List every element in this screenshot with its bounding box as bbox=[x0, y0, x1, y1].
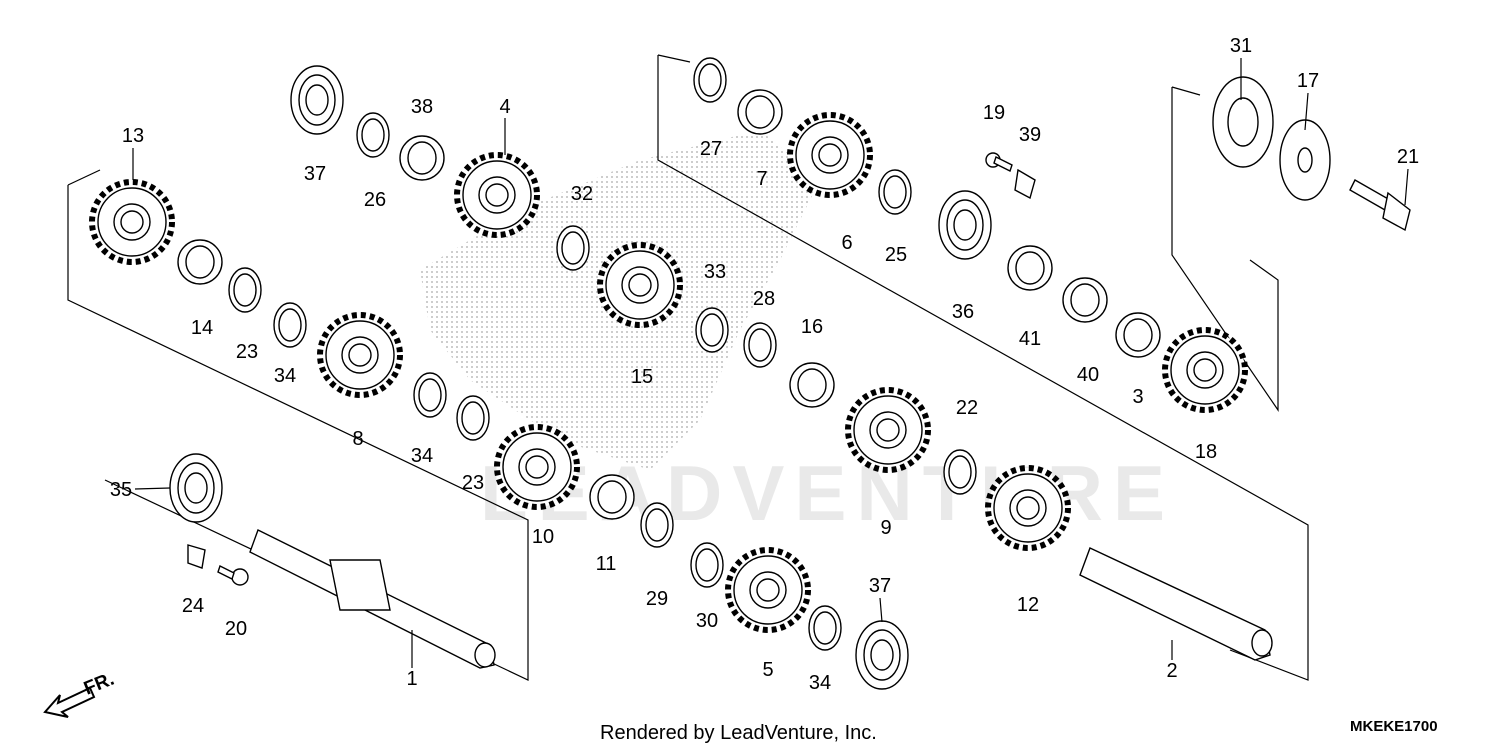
callout-41: 41 bbox=[1019, 328, 1041, 350]
callout-13: 13 bbox=[122, 125, 144, 147]
washer-26 bbox=[356, 112, 390, 158]
callout-14: 14 bbox=[191, 317, 213, 339]
callout-24: 24 bbox=[182, 595, 204, 617]
gear-4 bbox=[457, 155, 537, 235]
washer-27 bbox=[693, 57, 727, 103]
leader-lines bbox=[132, 58, 1409, 668]
gear-6 bbox=[790, 115, 870, 195]
washer-30 bbox=[690, 542, 724, 588]
callout-6: 6 bbox=[841, 232, 852, 254]
callout-34-middle: 34 bbox=[411, 445, 433, 467]
callout-23-lower: 23 bbox=[462, 472, 484, 494]
callout-29: 29 bbox=[646, 588, 668, 610]
front-direction-label: FR. bbox=[81, 669, 117, 700]
callout-12: 12 bbox=[1017, 594, 1039, 616]
bearing-36 bbox=[938, 190, 992, 260]
needle-bearing-40 bbox=[1062, 277, 1108, 323]
callout-37-upper: 37 bbox=[304, 163, 326, 185]
washer-22 bbox=[943, 449, 977, 495]
needle-bearing-38 bbox=[399, 135, 445, 181]
callout-25: 25 bbox=[885, 244, 907, 266]
diagram-code: MKEKE1700 bbox=[1350, 718, 1438, 735]
callout-9: 9 bbox=[880, 517, 891, 539]
bolt-20 bbox=[217, 565, 249, 586]
callout-20: 20 bbox=[225, 618, 247, 640]
callout-23-upper: 23 bbox=[236, 341, 258, 363]
washer-23-upper bbox=[228, 267, 262, 313]
watermark-text: LEADVENTURE bbox=[480, 449, 1175, 537]
render-credit: Rendered by LeadVenture, Inc. bbox=[600, 722, 877, 744]
callout-15: 15 bbox=[631, 366, 653, 388]
bushing-11 bbox=[589, 474, 635, 520]
bushing-14 bbox=[177, 239, 223, 285]
plate-39 bbox=[1014, 168, 1036, 200]
bearing-35 bbox=[169, 453, 223, 523]
washer-23-lower bbox=[456, 395, 490, 441]
callout-2: 2 bbox=[1166, 660, 1177, 682]
gear-5 bbox=[728, 550, 808, 630]
callout-10: 10 bbox=[532, 526, 554, 548]
callout-34-upper: 34 bbox=[274, 365, 296, 387]
callout-1: 1 bbox=[406, 668, 417, 690]
washer-17 bbox=[1279, 119, 1331, 201]
washer-28 bbox=[743, 322, 777, 368]
gear-10 bbox=[497, 427, 577, 507]
bearing-37-bottom bbox=[855, 620, 909, 690]
mainshaft bbox=[249, 529, 496, 669]
washer-31 bbox=[1212, 76, 1274, 168]
callout-18: 18 bbox=[1195, 441, 1217, 463]
front-direction-arrow: FR. bbox=[43, 669, 117, 718]
callout-17: 17 bbox=[1297, 70, 1319, 92]
bushing-7 bbox=[737, 89, 783, 135]
gear-12 bbox=[988, 468, 1068, 548]
clip-34-lower bbox=[808, 605, 842, 651]
callout-19: 19 bbox=[983, 102, 1005, 124]
seal-41 bbox=[1007, 245, 1053, 291]
bearing-37-top bbox=[290, 65, 344, 135]
gear-13 bbox=[92, 182, 172, 262]
washer-29 bbox=[640, 502, 674, 548]
callout-30: 30 bbox=[696, 610, 718, 632]
gear-9 bbox=[848, 390, 928, 470]
callout-28: 28 bbox=[753, 288, 775, 310]
gear-8 bbox=[320, 315, 400, 395]
countershaft bbox=[1079, 547, 1273, 661]
callout-21: 21 bbox=[1397, 146, 1419, 168]
callout-33: 33 bbox=[704, 261, 726, 283]
clip-34-upper bbox=[273, 302, 307, 348]
callout-39: 39 bbox=[1019, 124, 1041, 146]
bolt-19 bbox=[985, 152, 1013, 172]
callout-31: 31 bbox=[1230, 35, 1252, 57]
callout-11: 11 bbox=[596, 553, 617, 575]
washer-25 bbox=[878, 169, 912, 215]
bolt-21 bbox=[1349, 179, 1411, 232]
callout-7: 7 bbox=[756, 168, 767, 190]
clip-34-middle bbox=[413, 372, 447, 418]
callouts: 1 2 3 4 5 6 7 8 9 10 11 12 13 14 15 16 1… bbox=[110, 35, 1419, 694]
callout-5: 5 bbox=[762, 659, 773, 681]
callout-26: 26 bbox=[364, 189, 386, 211]
callout-8: 8 bbox=[352, 428, 363, 450]
callout-27: 27 bbox=[700, 138, 722, 160]
callout-36: 36 bbox=[952, 301, 974, 323]
callout-3: 3 bbox=[1132, 386, 1143, 408]
callout-22: 22 bbox=[956, 397, 978, 419]
callout-32: 32 bbox=[571, 183, 593, 205]
plate-24 bbox=[187, 544, 206, 569]
callout-38: 38 bbox=[411, 96, 433, 118]
bushing-3 bbox=[1115, 312, 1161, 358]
callout-34-lower: 34 bbox=[809, 672, 831, 694]
callout-16: 16 bbox=[801, 316, 823, 338]
clip-33 bbox=[695, 307, 729, 353]
sprocket-18 bbox=[1165, 330, 1245, 410]
gear-15 bbox=[600, 245, 680, 325]
callout-4: 4 bbox=[499, 96, 510, 118]
callout-37-lower: 37 bbox=[869, 575, 891, 597]
washer-32 bbox=[556, 225, 590, 271]
callout-35: 35 bbox=[110, 479, 132, 501]
bushing-16 bbox=[789, 362, 835, 408]
callout-40: 40 bbox=[1077, 364, 1099, 386]
